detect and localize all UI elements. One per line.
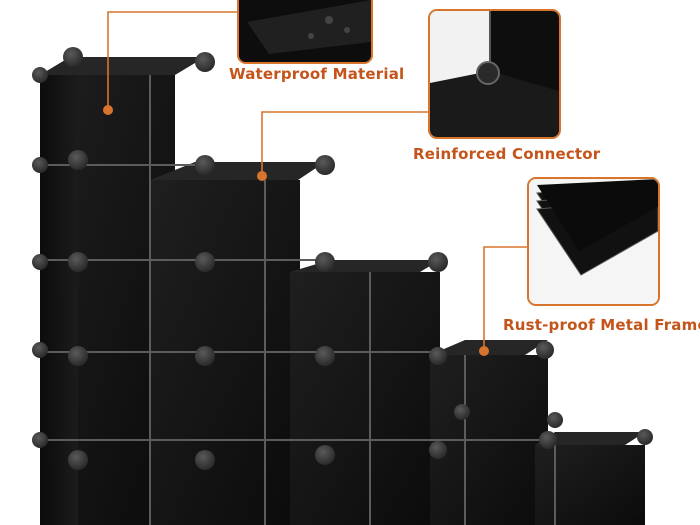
metal-frame-layers-closeup-icon <box>529 179 658 304</box>
waterproof-inset <box>237 0 373 64</box>
reinforced-connector-label: Reinforced Connector <box>413 145 601 163</box>
connector-closeup-icon <box>430 11 559 137</box>
waterproof-material-label: Waterproof Material <box>229 65 405 83</box>
rust-proof-metal-frame-label: Rust-proof Metal Frame <box>503 316 700 334</box>
cube-organizer <box>32 47 653 525</box>
panel-corner-closeup-icon <box>239 0 371 62</box>
connector-inset <box>428 9 561 139</box>
metal-frame-inset <box>527 177 660 306</box>
callout-leaders <box>107 11 528 351</box>
